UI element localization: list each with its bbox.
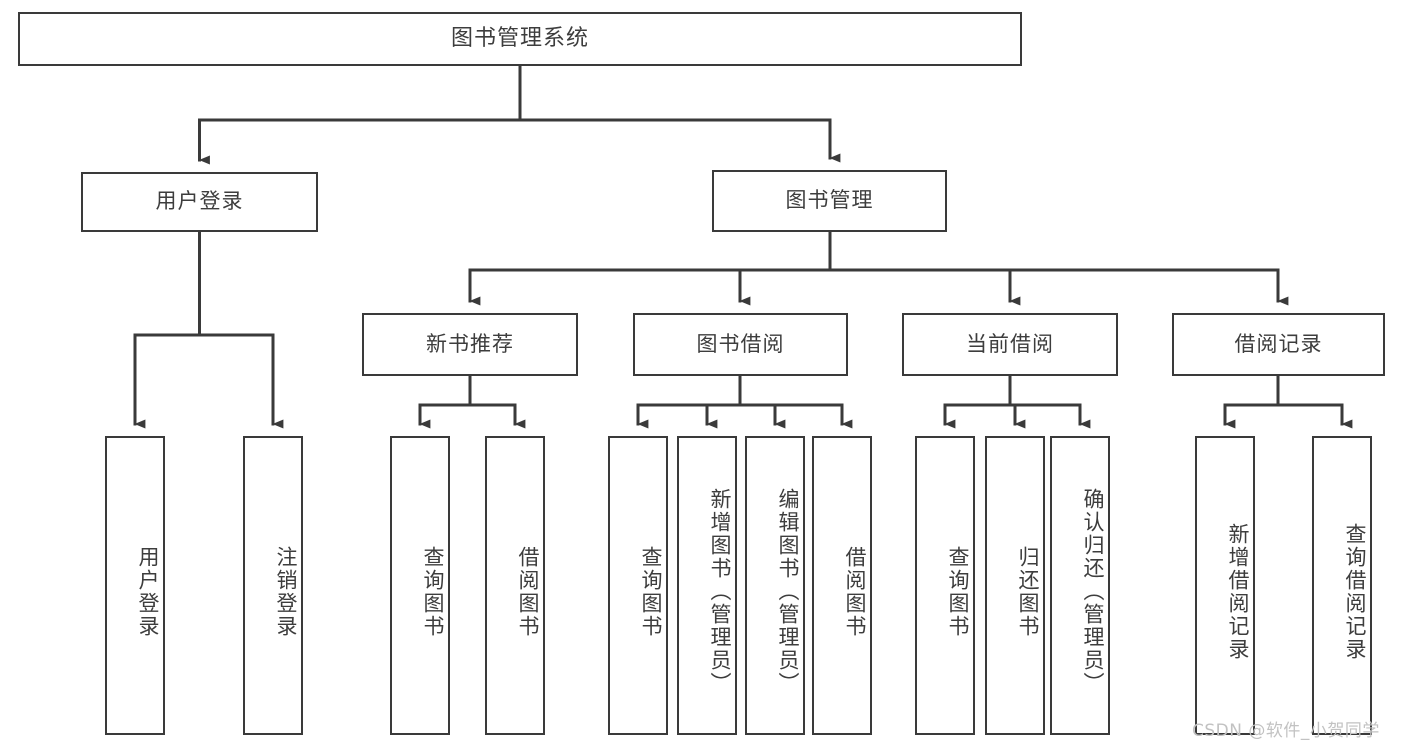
leaf-query-book-current-label: 查询图书	[946, 545, 970, 638]
csdn-watermark: CSDN @软件_小贺同学	[1192, 721, 1380, 741]
leaf-user-login[interactable]: 用户登录	[105, 436, 165, 735]
node-current-borrow-label: 当前借阅	[966, 331, 1054, 356]
node-root-system[interactable]: 图书管理系统	[18, 12, 1022, 66]
node-root-system-label: 图书管理系统	[450, 25, 589, 51]
leaf-borrow-book-label: 借阅图书	[843, 545, 867, 638]
node-book-admin[interactable]: 图书管理	[712, 170, 947, 232]
leaf-return-book-label: 归还图书	[1016, 545, 1040, 638]
leaf-return-book[interactable]: 归还图书	[985, 436, 1045, 735]
leaf-borrow-book-recommendation-label: 借阅图书	[516, 545, 540, 638]
leaf-logout-label: 注销登录	[274, 545, 298, 638]
leaf-borrow-book-recommendation[interactable]: 借阅图书	[485, 436, 545, 735]
node-borrow-record-label: 借阅记录	[1234, 331, 1323, 356]
leaf-add-book-admin-label: 新增图书（管理员）	[708, 488, 732, 695]
node-borrow-record[interactable]: 借阅记录	[1172, 313, 1385, 376]
leaf-confirm-return-admin-label: 确认归还（管理员）	[1081, 488, 1105, 695]
leaf-logout[interactable]: 注销登录	[243, 436, 303, 735]
leaf-query-borrow-record-label: 查询借阅记录	[1343, 522, 1367, 661]
node-new-book-recommendation[interactable]: 新书推荐	[362, 313, 578, 376]
node-user-login-label: 用户登录	[155, 189, 244, 214]
node-book-borrow-label: 图书借阅	[696, 331, 785, 356]
leaf-query-borrow-record[interactable]: 查询借阅记录	[1312, 436, 1372, 735]
leaf-query-book-current[interactable]: 查询图书	[915, 436, 975, 735]
node-user-login[interactable]: 用户登录	[81, 172, 318, 232]
node-book-borrow[interactable]: 图书借阅	[633, 313, 848, 376]
leaf-add-borrow-record-label: 新增借阅记录	[1226, 522, 1250, 661]
leaf-edit-book-admin[interactable]: 编辑图书（管理员）	[745, 436, 805, 735]
node-current-borrow[interactable]: 当前借阅	[902, 313, 1118, 376]
leaf-query-book-recommendation-label: 查询图书	[421, 545, 445, 638]
node-new-book-recommendation-label: 新书推荐	[426, 331, 514, 356]
leaf-add-book-admin[interactable]: 新增图书（管理员）	[677, 436, 737, 735]
leaf-query-book-borrow-label: 查询图书	[639, 545, 663, 638]
leaf-user-login-label: 用户登录	[136, 545, 160, 638]
leaf-confirm-return-admin[interactable]: 确认归还（管理员）	[1050, 436, 1110, 735]
node-book-admin-label: 图书管理	[785, 188, 874, 213]
leaf-add-borrow-record[interactable]: 新增借阅记录	[1195, 436, 1255, 735]
leaf-edit-book-admin-label: 编辑图书（管理员）	[776, 488, 800, 695]
leaf-query-book-borrow[interactable]: 查询图书	[608, 436, 668, 735]
leaf-borrow-book[interactable]: 借阅图书	[812, 436, 872, 735]
leaf-query-book-recommendation[interactable]: 查询图书	[390, 436, 450, 735]
